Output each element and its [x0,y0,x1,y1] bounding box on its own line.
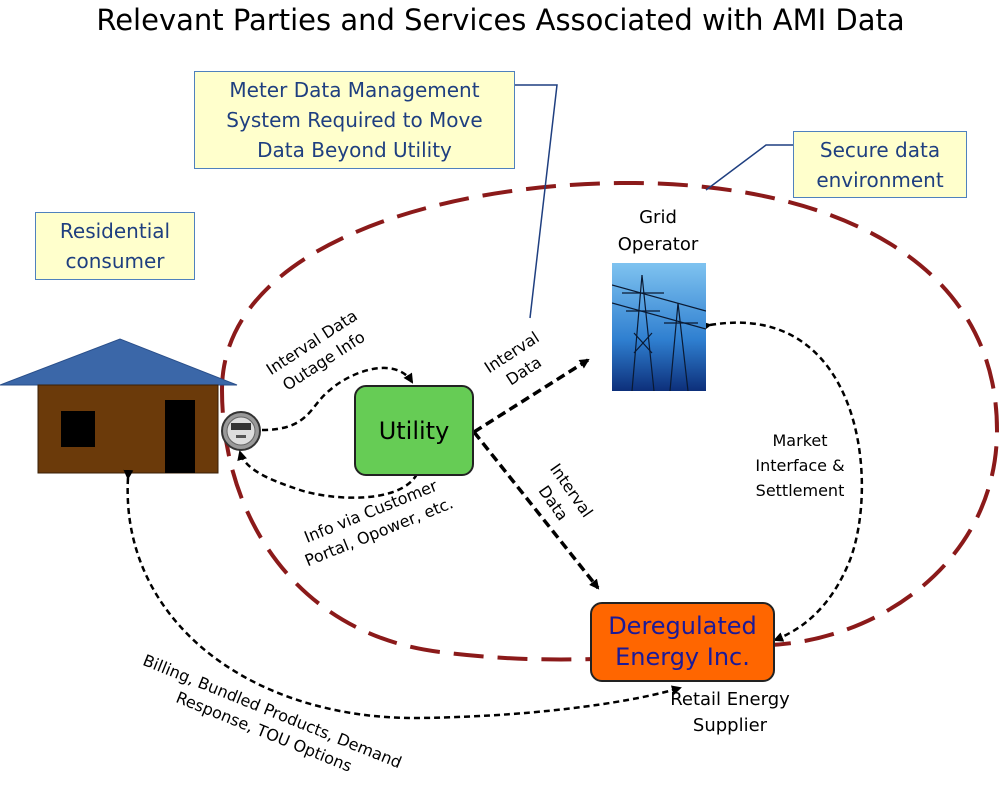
arrow-utility-to-grid [473,358,590,434]
deregulated-node-line: Energy Inc. [615,643,750,671]
mdms-callout-line: Meter Data Management [229,78,480,102]
deregulated-node-line: Deregulated [608,612,757,640]
grid-operator-label: Grid Operator [608,204,708,258]
secure-callout-line: environment [816,167,944,192]
residential-callout-line: consumer [65,249,165,273]
mdms-callout: Meter Data Management System Required to… [194,71,515,169]
arrow-meter-to-utility [261,366,414,432]
arrow-billing-services [123,469,682,720]
transmission-tower-image [612,263,706,391]
house-icon [0,338,238,474]
retail-supplier-line: Retail Energy [670,689,790,710]
arrow-market-settlement [701,321,864,642]
utility-node: Utility [354,385,474,476]
secure-callout-line: Secure data [819,137,941,162]
secure-environment-callout: Secure data environment [793,131,967,198]
residential-callout-line: Residential [59,219,171,243]
flow-label-line: Market [772,431,828,450]
flow-label-line: Interface & [755,456,845,475]
mdms-callout-line: Data Beyond Utility [257,138,452,162]
grid-operator-line: Operator [617,234,699,255]
page-title: Relevant Parties and Services Associated… [96,3,905,37]
market-settlement-label: Market Interface & Settlement [742,428,858,503]
secure-leader-line [705,144,793,191]
mdms-callout-line: System Required to Move [226,108,483,132]
electric-meter-icon [221,411,261,451]
residential-consumer-callout: Residential consumer [35,212,195,280]
grid-operator-line: Grid [639,207,677,228]
retail-supplier-line: Supplier [692,715,768,736]
retail-supplier-label: Retail Energy Supplier [665,687,795,739]
diagram-canvas [0,84,1000,720]
deregulated-energy-node: Deregulated Energy Inc. [590,602,775,682]
flow-label-line: Settlement [755,481,845,500]
mdms-leader-line [515,84,558,319]
